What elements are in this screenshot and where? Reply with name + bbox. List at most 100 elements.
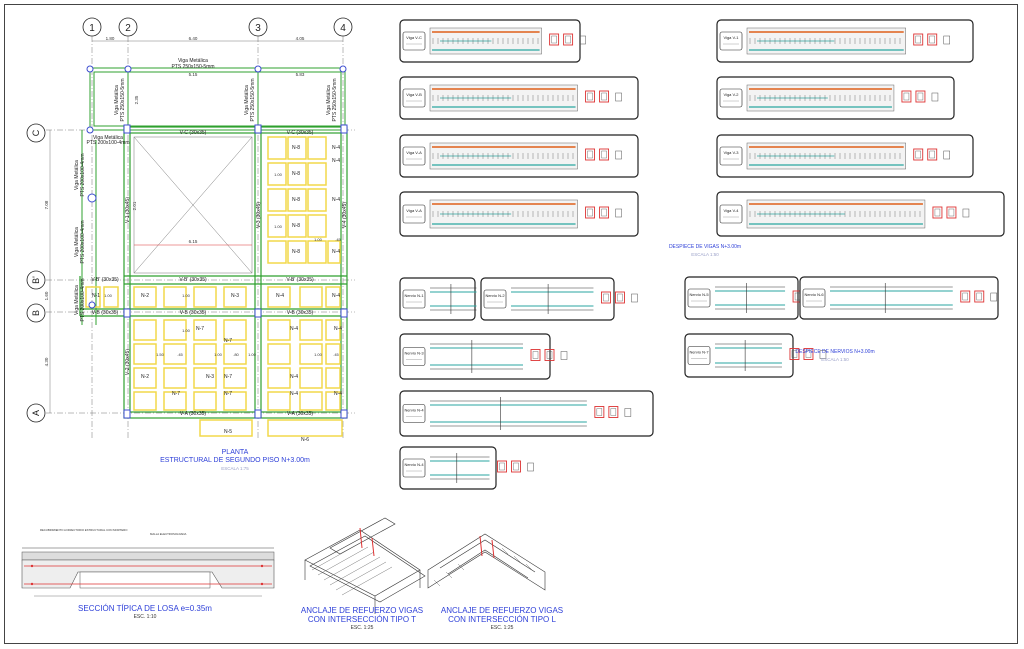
beam-vb-1: V-B (30x35) xyxy=(92,310,119,316)
beam-strip-right-4: Viga V-4 xyxy=(716,191,1005,237)
beam-v4: V-4 (30x45) xyxy=(342,202,348,228)
strip-label: Nervio N-4 xyxy=(404,408,424,413)
beam-strip-left-4: Viga V-A xyxy=(399,191,639,237)
rib-dim: .45 xyxy=(177,352,183,357)
viga-metalica-v3-spec: PTS 250x150-5mm xyxy=(250,78,256,121)
viga-metalica-top: Viga Metálica xyxy=(178,58,208,64)
dim-left-3: 4.30 xyxy=(44,357,49,366)
rib-strip-7: Nervio N-4 xyxy=(399,390,654,437)
strip-label: Viga V-A xyxy=(406,150,422,155)
axis-label-2: 2 xyxy=(125,23,131,34)
axis-label-b: B xyxy=(31,310,41,316)
rib-label: N-6 xyxy=(301,437,309,443)
rib-label: N-4 xyxy=(332,293,340,299)
axis-bubbles-left xyxy=(26,123,46,423)
axis-label-3: 3 xyxy=(255,23,261,34)
beam-vc-1: V-C (30x35) xyxy=(180,130,207,136)
axis-label-a: A xyxy=(31,410,41,416)
rib-label: N-5 xyxy=(224,429,232,435)
plan-scale: ESCALA 1:75 xyxy=(221,466,249,471)
rib-dim: 1.00 xyxy=(104,293,113,298)
beam-v2: V-2 (30x45) xyxy=(125,349,131,375)
dim-v2: 2.01 xyxy=(132,201,137,210)
axis-label-1: 1 xyxy=(89,23,95,34)
columns xyxy=(86,65,348,419)
viga-metalica-left4-spec: PTS 200x100-4mm xyxy=(80,278,86,321)
ribs-section-scale: ESCALA 1:50 xyxy=(821,357,849,362)
strip-label: Nervio N-3 xyxy=(404,351,424,356)
rib-dim: 1.00 xyxy=(314,237,323,242)
slab-note-2: MALLA ELECTROSOLDADA xyxy=(150,532,187,536)
strip-label: Viga V-3 xyxy=(723,150,739,155)
dim-top-2: 6.40 xyxy=(189,36,198,41)
slab-title: SECCIÓN TÍPICA DE LOSA e=0.35m xyxy=(78,604,212,613)
axis-bubbles-top xyxy=(82,17,353,37)
beam-vb-2: V-B (30x35) xyxy=(180,310,207,316)
slab-section: RECUBRIMIENTO A DIRECTORIO ESTRUCTURAL C… xyxy=(21,528,275,597)
rib-dim: 1.50 xyxy=(156,352,165,357)
beam-vbp-3: V-B' (30x35) xyxy=(286,277,314,283)
beam-vb-3: V-B (30x35) xyxy=(287,310,314,316)
anchor-t-title-block: ANCLAJE DE REFUERZO VIGAS CON INTERSECCI… xyxy=(292,606,432,633)
rib-label: N-7 xyxy=(224,338,232,344)
rib-dim: .45 xyxy=(333,352,339,357)
rib-label: N-2 xyxy=(141,374,149,380)
beam-va-2: V-A (30x35) xyxy=(287,411,313,417)
beams-section-title: DESPIECE DE VIGAS N+3.00m xyxy=(668,244,742,250)
strip-label: Viga V-2 xyxy=(723,92,739,97)
dim-v1: 2.35 xyxy=(134,95,139,104)
beam-vbp-2: V-B' (30x35) xyxy=(179,277,207,283)
viga-metalica-v4: Viga Metálica xyxy=(326,85,332,115)
beam-strip-right-1: Viga V-1 xyxy=(716,19,974,63)
rib-label: N-4 xyxy=(276,293,284,299)
rib-dim: 1.00 xyxy=(274,172,283,177)
rib-label: N-3 xyxy=(206,374,214,380)
strip-label: Viga V-C xyxy=(406,35,422,40)
viga-metalica-v4-spec: PTS 250x150-5mm xyxy=(332,78,338,121)
viga-metalica-left4: Viga Metálica xyxy=(74,285,80,315)
axis-label-4: 4 xyxy=(340,23,346,34)
dim-left-1: 7.08 xyxy=(44,200,49,209)
beam-strip-left-3: Viga V-A xyxy=(399,134,639,178)
axis-label-c: C xyxy=(31,129,41,136)
beam-strip-right-3: Viga V-3 xyxy=(716,134,974,178)
rib-label: N-4 xyxy=(290,326,298,332)
rib-label: N-8 xyxy=(292,223,300,229)
slab-note-1: RECUBRIMIENTO A DIRECTORIO ESTRUCTURAL C… xyxy=(40,528,128,532)
rib-label: N-4 xyxy=(332,158,340,164)
rib-dim: 1.00 xyxy=(182,328,191,333)
strip-label: Nervio N-2 xyxy=(485,293,505,298)
metal-frame xyxy=(81,67,346,325)
rib-strip-6: Nervio N-7 xyxy=(684,333,827,378)
viga-metalica-top-spec: PTS 250x150-5mm xyxy=(171,64,214,70)
rib-label: N-4 xyxy=(334,326,342,332)
dim-center: 6.15 xyxy=(189,239,198,244)
rib-strip-3: Nervio N-5 xyxy=(684,276,830,320)
rib-strip-8: Nervio N-4 xyxy=(399,446,534,490)
rib-label: N-7 xyxy=(172,391,180,397)
dim-top-1: 1.80 xyxy=(106,36,115,41)
beam-strip-left-2: Viga V-B xyxy=(399,76,639,120)
axis-bubble-4 xyxy=(333,17,353,37)
rib-label: N-4 xyxy=(332,249,340,255)
rib-dim: .45 xyxy=(335,237,341,242)
dim-top-3: 4.05 xyxy=(296,36,305,41)
beams-section-scale: ESCALA 1:50 xyxy=(691,252,719,257)
beam-v3: V-3 (30x45) xyxy=(256,202,262,228)
viga-metalica-v1-spec: PTS 250x150-5mm xyxy=(120,78,126,121)
slab-scale: ESC. 1:10 xyxy=(133,614,157,620)
viga-metalica-left2: Viga Metálica xyxy=(74,160,80,190)
strip-label: Nervio N-1 xyxy=(404,293,424,298)
strip-label: Nervio N-4 xyxy=(404,462,424,467)
rib-label: N-4 xyxy=(332,197,340,203)
anchor-t-scale: ESC. 1:25 xyxy=(350,625,374,631)
anchor-t-detail xyxy=(304,517,426,614)
strip-label: Nervio N-7 xyxy=(689,350,709,355)
viga-metalica-v1: Viga Metálica xyxy=(114,85,120,115)
anchor-l-title: ANCLAJE DE REFUERZO VIGAS CON INTERSECCI… xyxy=(440,606,564,624)
rib-label: N-8 xyxy=(292,145,300,151)
